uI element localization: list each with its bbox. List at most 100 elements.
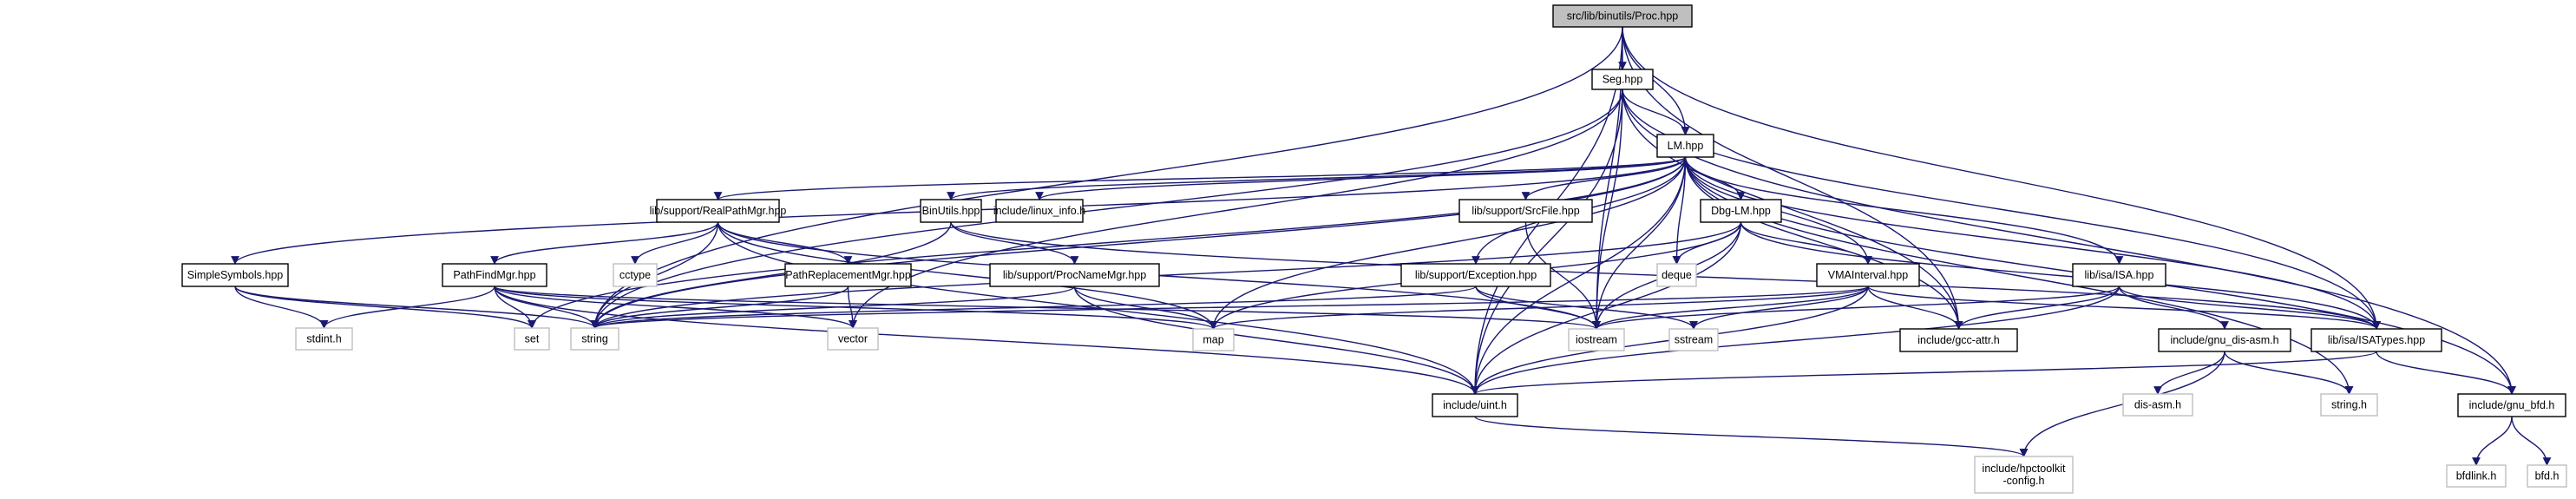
edge-dbglm-to-string <box>590 221 1742 329</box>
node-label: stdint.h <box>306 333 341 345</box>
node-label: bfdlink.h <box>2456 470 2497 483</box>
node-label: BinUtils.hpp <box>922 205 980 217</box>
node-stdint: stdint.h <box>295 327 353 351</box>
edge-lm-to-iostream <box>1592 156 1687 330</box>
edge-isatypes-to-gnubfd <box>2376 351 2516 395</box>
edge-pathfind-to-vector <box>494 286 857 329</box>
node-label: SimpleSymbols.hpp <box>187 269 284 281</box>
node-box <box>2320 393 2378 417</box>
edge-vmaint-to-iostream <box>1592 286 1869 330</box>
edge-proc-to-lm <box>1622 26 1690 135</box>
node-label: include/hpctoolkit <box>1983 463 2066 475</box>
node-box <box>1192 328 1235 351</box>
edge-srcfile-to-iostream <box>1524 221 1601 330</box>
edge-lm-to-string <box>590 156 1687 329</box>
edge-lm-to-map <box>1209 156 1687 330</box>
edge-vmaint-to-isatypes <box>1867 286 2381 330</box>
edge-procname-to-map <box>1073 286 1218 330</box>
node-box <box>570 327 619 351</box>
node-procname[interactable]: lib/support/ProcNameMgr.hpp <box>989 263 1160 287</box>
edge-gnudisasm-to-disasm <box>2153 351 2225 395</box>
node-vmaint[interactable]: VMAInterval.hpp <box>1816 263 1920 287</box>
edge-lm-to-uint <box>1471 156 1687 395</box>
node-gnubfd[interactable]: include/gnu_bfd.h <box>2457 393 2566 417</box>
edge-gnubfd-to-bfd <box>2511 416 2552 466</box>
node-label: Dbg-LM.hpp <box>1711 205 1771 217</box>
node-lm[interactable]: LM.hpp <box>1656 134 1714 158</box>
node-realpath[interactable]: lib/support/RealPathMgr.hpp <box>650 199 787 223</box>
node-box <box>1591 69 1654 90</box>
edge-isatypes-to-uint <box>1471 351 2377 395</box>
node-binutils[interactable]: BinUtils.hpp <box>920 199 982 223</box>
node-label: lib/support/RealPathMgr.hpp <box>650 205 787 217</box>
node-label: PathReplacementMgr.hpp <box>785 269 911 281</box>
node-box <box>1568 328 1625 351</box>
edge-lm-to-deque <box>1672 156 1687 265</box>
edge-isa-to-uint <box>1471 286 2120 395</box>
edge-simplesym-to-string <box>234 286 600 329</box>
edges-layer <box>231 26 2552 466</box>
node-box <box>442 263 547 287</box>
node-isatypes[interactable]: lib/isa/ISATypes.hpp <box>2311 328 2442 352</box>
node-exception[interactable]: lib/support/Exception.hpp <box>1400 263 1551 287</box>
node-pathrepl[interactable]: PathReplacementMgr.hpp <box>784 263 912 287</box>
edge-pathfind-to-uint <box>494 286 1479 395</box>
node-label: lib/support/Exception.hpp <box>1415 269 1537 281</box>
node-set: set <box>514 327 550 351</box>
node-iostream: iostream <box>1568 328 1625 351</box>
edge-procname-to-uint <box>1073 286 1479 395</box>
node-srcfile[interactable]: lib/support/SrcFile.hpp <box>1458 199 1593 223</box>
node-box <box>1432 393 1518 417</box>
node-label: deque <box>1662 269 1692 281</box>
edge-pathrepl-to-vector <box>847 286 857 329</box>
edge-realpath-to-map <box>717 221 1218 330</box>
node-box <box>656 199 780 223</box>
node-label: iostream <box>1576 334 1617 346</box>
node-seg[interactable]: Seg.hpp <box>1591 69 1654 90</box>
node-box <box>613 263 658 287</box>
node-label: lib/isa/ISATypes.hpp <box>2328 334 2425 346</box>
edge-realpath-to-pathfind <box>490 221 719 265</box>
node-gnudisasm[interactable]: include/gnu_dis-asm.h <box>2158 328 2291 352</box>
edge-lm-to-set <box>528 156 1687 329</box>
node-dbglm[interactable]: Dbg-LM.hpp <box>1700 199 1782 223</box>
edge-isa-to-gnudisasm <box>2118 286 2229 330</box>
node-box <box>1700 199 1782 223</box>
edge-gnubfd-to-bfdlink <box>2472 416 2513 466</box>
node-deque: deque <box>1656 263 1697 287</box>
node-label: sstream <box>1675 334 1713 346</box>
edge-lm-to-realpath <box>714 156 1687 200</box>
node-label: string.h <box>2331 399 2367 411</box>
edge-proc-to-isatypes <box>1622 26 2381 330</box>
node-box <box>2457 393 2566 417</box>
node-simplesym[interactable]: SimpleSymbols.hpp <box>181 263 289 287</box>
node-uint[interactable]: include/uint.h <box>1432 393 1518 417</box>
edge-lm-to-isa <box>1684 156 2124 265</box>
edge-procname-to-string <box>590 286 1076 329</box>
node-proc[interactable]: src/lib/binutils/Proc.hpp <box>1552 4 1693 28</box>
node-box <box>1656 134 1714 158</box>
node-label: map <box>1203 334 1223 346</box>
edge-pathfind-to-map <box>494 286 1218 330</box>
node-box <box>1552 4 1693 28</box>
edge-seg-to-lm <box>1622 89 1690 135</box>
node-pathfind[interactable]: PathFindMgr.hpp <box>442 263 547 287</box>
edge-exception-to-sstream <box>1475 286 1698 330</box>
node-label: lib/support/SrcFile.hpp <box>1472 205 1579 217</box>
edge-vmaint-to-map <box>1209 286 1869 330</box>
node-linuxinfo[interactable]: include/linux_info.h <box>993 199 1085 223</box>
node-label: LM.hpp <box>1668 140 1704 152</box>
node-box <box>784 263 912 287</box>
node-isa[interactable]: lib/isa/ISA.hpp <box>2072 263 2166 287</box>
edge-pathfind-to-stdint <box>319 286 495 329</box>
node-box <box>2446 464 2507 488</box>
node-gccattr[interactable]: include/gcc-attr.h <box>1899 328 2018 352</box>
node-label: bfd.h <box>2535 470 2560 483</box>
node-box <box>2072 263 2166 287</box>
node-label: cctype <box>619 269 651 281</box>
node-box <box>2527 464 2567 488</box>
node-box <box>1974 456 2074 494</box>
node-box <box>2158 328 2291 352</box>
node-label: include/uint.h <box>1443 399 1507 411</box>
